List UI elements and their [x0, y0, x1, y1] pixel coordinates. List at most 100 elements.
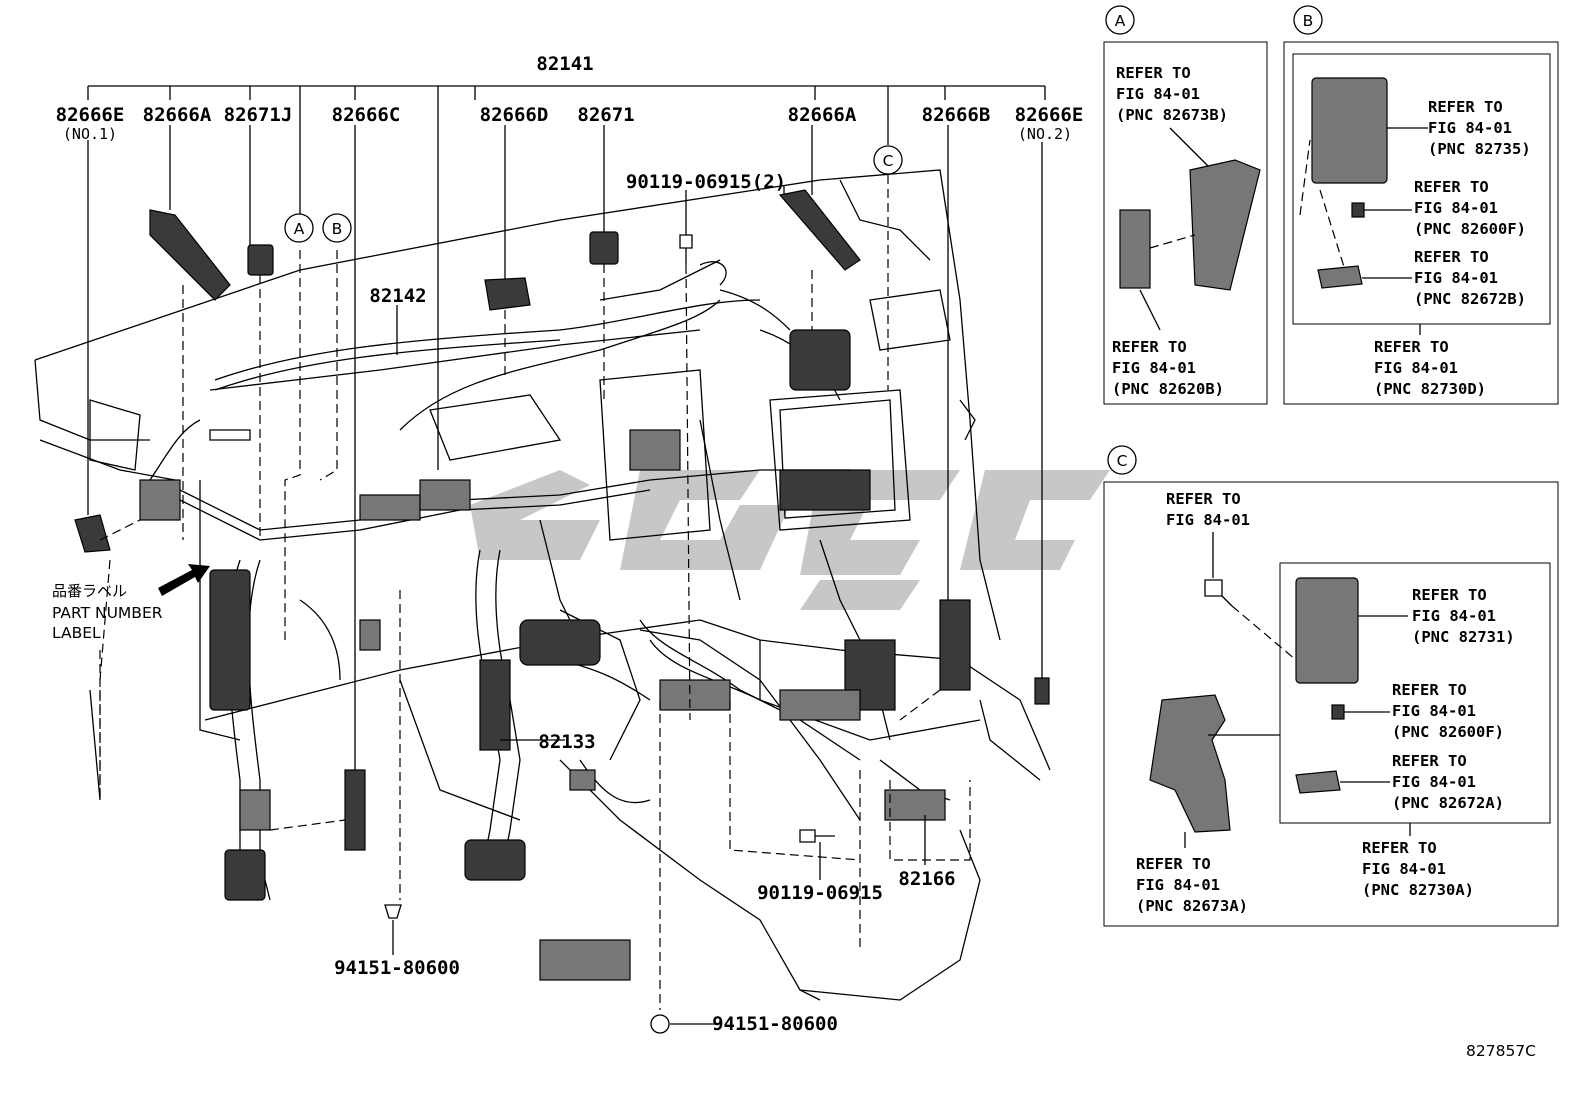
marker-a [284, 213, 314, 243]
inset-a-marker [1105, 5, 1135, 35]
figure-id: 827857C [1466, 1042, 1536, 1060]
bracket-82141: 82141 [87, 53, 1046, 470]
inset-b-ref1-l1: REFER TO [1428, 98, 1503, 116]
center-junction [519, 619, 601, 666]
callout-82166: 82166 [898, 868, 955, 890]
part-number-label-note: 品番ラベル PART NUMBER LABEL [52, 564, 210, 800]
label-note-jp: 品番ラベル [52, 582, 127, 600]
inset-b-ref2-l2: FIG 84-01 [1414, 199, 1498, 217]
marker-b [322, 213, 352, 243]
inset-c-ref4-l3: (PNC 82672A) [1392, 794, 1504, 812]
part-82666e-no1-shape [74, 514, 111, 553]
top-part-labels: 82666E (NO.1) 82666A 82671J 82666C 82666… [56, 104, 1084, 143]
inset-a-ref1-l1: REFER TO [1116, 64, 1191, 82]
inset-c-ref4-l1: REFER TO [1392, 752, 1467, 770]
inset-c-ref5-l2: FIG 84-01 [1362, 860, 1446, 878]
part-82666a-left-shape [149, 209, 231, 301]
inset-c-marker [1107, 445, 1137, 475]
inset-c-fuse [1331, 704, 1345, 720]
top-parts [74, 189, 1050, 851]
marker-c [873, 145, 903, 175]
clip-bottom-shape [650, 1014, 670, 1034]
inset-a-ref2-l2: FIG 84-01 [1112, 359, 1196, 377]
small-connector [569, 769, 596, 791]
callout-clip-bottom: 94151-80600 [712, 1013, 838, 1035]
inset-a-ref1-l3: (PNC 82673B) [1116, 106, 1228, 124]
right-upper-connector [789, 329, 851, 391]
inset-b-ref4-l3: (PNC 82730D) [1374, 380, 1486, 398]
inset-c-ref6-l1: REFER TO [1136, 855, 1211, 873]
part-82666a-right-shape [778, 189, 861, 271]
inset-c-frame [1103, 481, 1559, 927]
inset-b-marker-label: B [1303, 12, 1314, 30]
dash-connector-2 [419, 479, 471, 511]
part-number-82666e-no2: 82666E [1015, 104, 1084, 126]
part-82671-shape [589, 231, 619, 265]
inset-b-ref4-l1: REFER TO [1374, 338, 1449, 356]
inset-b-ref1-l2: FIG 84-01 [1428, 119, 1512, 137]
callout-labels: 90119-06915(2) 82142 82133 90119-06915 8… [334, 171, 956, 1035]
inset-a-ref2-l3: (PNC 82620B) [1112, 380, 1224, 398]
part-82166-body [884, 789, 946, 821]
part-82666d-shape [484, 277, 531, 311]
inset-c-inner-frame [1279, 562, 1551, 824]
inset-b-ecu [1311, 77, 1388, 184]
inset-b-ref2-l1: REFER TO [1414, 178, 1489, 196]
bolt-top-shape [679, 234, 693, 249]
inset-b-inner-frame [1292, 53, 1551, 325]
part-number-82666e-no1: 82666E [56, 104, 125, 126]
part-note-no2: (NO.2) [1018, 125, 1072, 143]
label-note-line2: LABEL [52, 624, 101, 642]
part-number-82141: 82141 [536, 53, 593, 75]
callout-clip-left: 94151-80600 [334, 957, 460, 979]
callout-bolt-top: 90119-06915(2) [626, 171, 786, 193]
inset-c: C REFER TO FIG 84-01 REFER TO FIG 84-01 … [1103, 445, 1559, 927]
part-number-82671j: 82671J [224, 104, 293, 126]
lower-harness-plugs [539, 939, 631, 981]
inset-c-ref4-l2: FIG 84-01 [1392, 773, 1476, 791]
part-82671j-shape [247, 244, 274, 276]
inset-b: B REFER TO FIG 84-01 (PNC 82735) REFER T… [1283, 5, 1559, 405]
callout-82133: 82133 [538, 731, 595, 753]
inset-c-ecu [1295, 577, 1359, 684]
part-82666b-shape [939, 599, 971, 691]
harness-connectors [139, 329, 946, 981]
arrow-icon [158, 564, 210, 596]
clip-left-shape [384, 904, 402, 919]
inset-c-marker-label: C [1117, 452, 1128, 470]
far-left-connector [139, 479, 181, 521]
part-number-82666a-left: 82666A [143, 104, 212, 126]
inset-b-marker [1293, 5, 1323, 35]
inset-b-ref3-l3: (PNC 82672B) [1414, 290, 1526, 308]
part-82666e-no2-shape [1034, 677, 1050, 705]
left-dash-connector [359, 494, 421, 521]
inset-c-ref3-l2: FIG 84-01 [1392, 702, 1476, 720]
inset-b-relay [1317, 265, 1363, 289]
leader-lines [87, 125, 1043, 1025]
inset-a-connector [1119, 209, 1151, 289]
inset-a-ref1-l2: FIG 84-01 [1116, 85, 1200, 103]
bolt-bottom-shape [799, 829, 816, 843]
main-markers: A B C [284, 145, 903, 243]
part-number-82666b: 82666B [922, 104, 991, 126]
inset-c-ref2-l1: REFER TO [1412, 586, 1487, 604]
inset-b-ref3-l2: FIG 84-01 [1414, 269, 1498, 287]
inset-c-bolt [1204, 579, 1223, 597]
inset-c-relay [1295, 770, 1341, 794]
marker-a-label: A [294, 220, 305, 238]
left-harness-block [209, 569, 251, 711]
inset-b-ref1-l3: (PNC 82735) [1428, 140, 1531, 158]
part-number-82666c: 82666C [332, 104, 401, 126]
floor-connector-2 [659, 679, 731, 711]
inset-c-ref1-l2: FIG 84-01 [1166, 511, 1250, 529]
center-dash-connector [629, 429, 681, 471]
inset-a-ref2-l1: REFER TO [1112, 338, 1187, 356]
dashed-lines [99, 175, 971, 1010]
inset-b-ref4-l2: FIG 84-01 [1374, 359, 1458, 377]
inset-b-frame [1283, 41, 1559, 405]
label-note-line1: PART NUMBER [52, 604, 163, 622]
inset-a-marker-label: A [1115, 12, 1126, 30]
inset-c-ref6-l3: (PNC 82673A) [1136, 897, 1248, 915]
inset-c-ref3-l1: REFER TO [1392, 681, 1467, 699]
inset-c-ref3-l3: (PNC 82600F) [1392, 723, 1504, 741]
